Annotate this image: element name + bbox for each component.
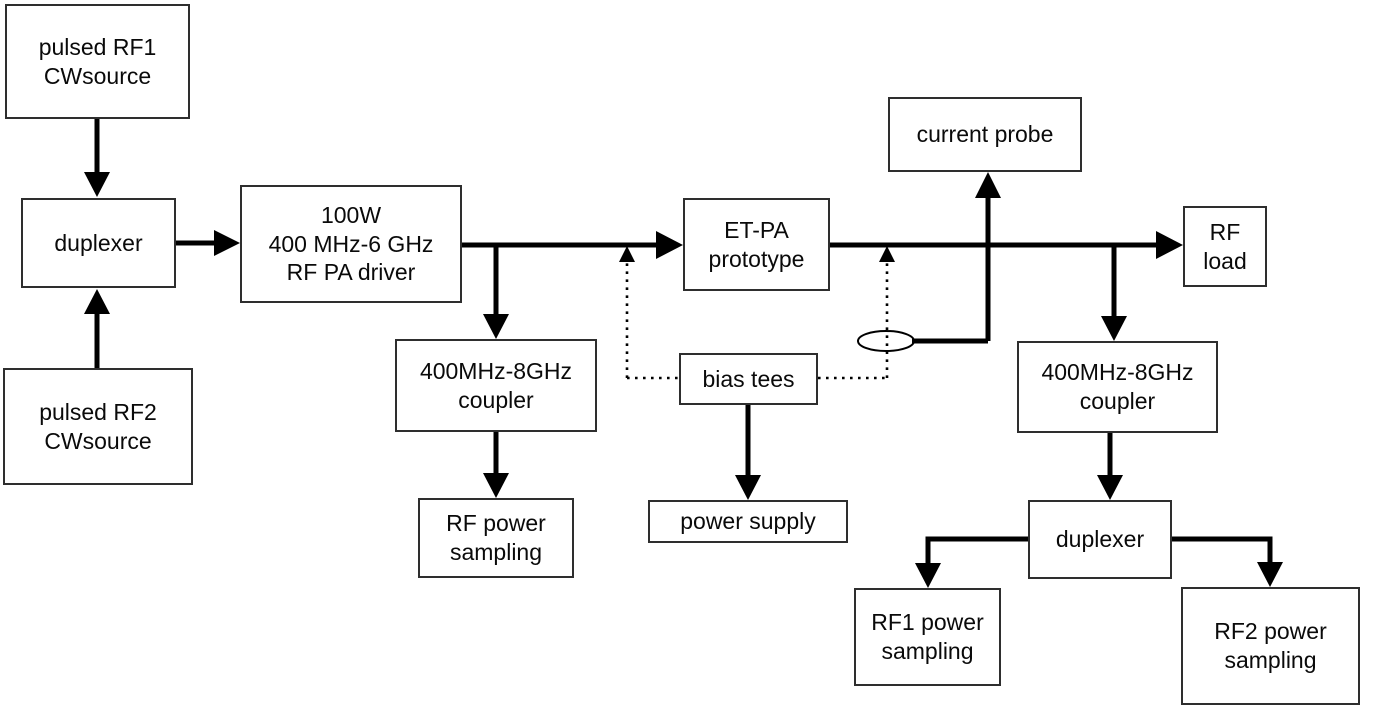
dotted-connector-arrowheads [619, 246, 895, 262]
node-et-pa-prototype: ET-PA prototype [683, 198, 830, 291]
connector-biastees-to-output-line-dotted [818, 261, 889, 380]
connector-output-to-current-probe [912, 172, 1001, 344]
node-power-supply: power supply [648, 500, 848, 543]
connector-duplexer-output-to-rf1-sampling [915, 536, 1028, 588]
connector-coupler-output-to-duplexer-output [1097, 433, 1123, 500]
node-rf-load: RF load [1183, 206, 1267, 287]
connector-driver-to-coupler-input [483, 245, 509, 339]
node-pulsed-rf2-cwsource: pulsed RF2 CWsource [3, 368, 193, 485]
node-coupler-output: 400MHz-8GHz coupler [1017, 341, 1218, 433]
connector-biastees-to-power-supply [735, 405, 761, 500]
node-current-probe: current probe [888, 97, 1082, 172]
node-rf1-power-sampling: RF1 power sampling [854, 588, 1001, 686]
connector-etpa-to-rf-load [830, 231, 1183, 259]
node-rf-power-sampling: RF power sampling [418, 498, 574, 578]
node-pulsed-rf1-cwsource: pulsed RF1 CWsource [5, 4, 190, 119]
connector-coupler-input-to-rf-power-sampling [483, 432, 509, 498]
node-bias-tees: bias tees [679, 353, 818, 405]
connector-rf1-to-duplexer [84, 119, 110, 197]
connector-output-to-coupler-output [1101, 245, 1127, 341]
current-probe-loop [857, 330, 915, 352]
node-duplexer-input: duplexer [21, 198, 176, 288]
node-duplexer-output: duplexer [1028, 500, 1172, 579]
connector-rf2-to-duplexer [84, 289, 110, 368]
solid-connectors [84, 119, 1283, 588]
connector-biastees-to-driver-line-dotted [625, 261, 679, 380]
node-coupler-input: 400MHz-8GHz coupler [395, 339, 597, 432]
node-rf2-power-sampling: RF2 power sampling [1181, 587, 1360, 705]
dotted-connectors [625, 261, 889, 380]
connector-duplexer-output-to-rf2-sampling [1172, 536, 1283, 587]
node-rf-pa-driver: 100W 400 MHz-6 GHz RF PA driver [240, 185, 462, 303]
connector-duplexer-to-driver [176, 230, 240, 256]
